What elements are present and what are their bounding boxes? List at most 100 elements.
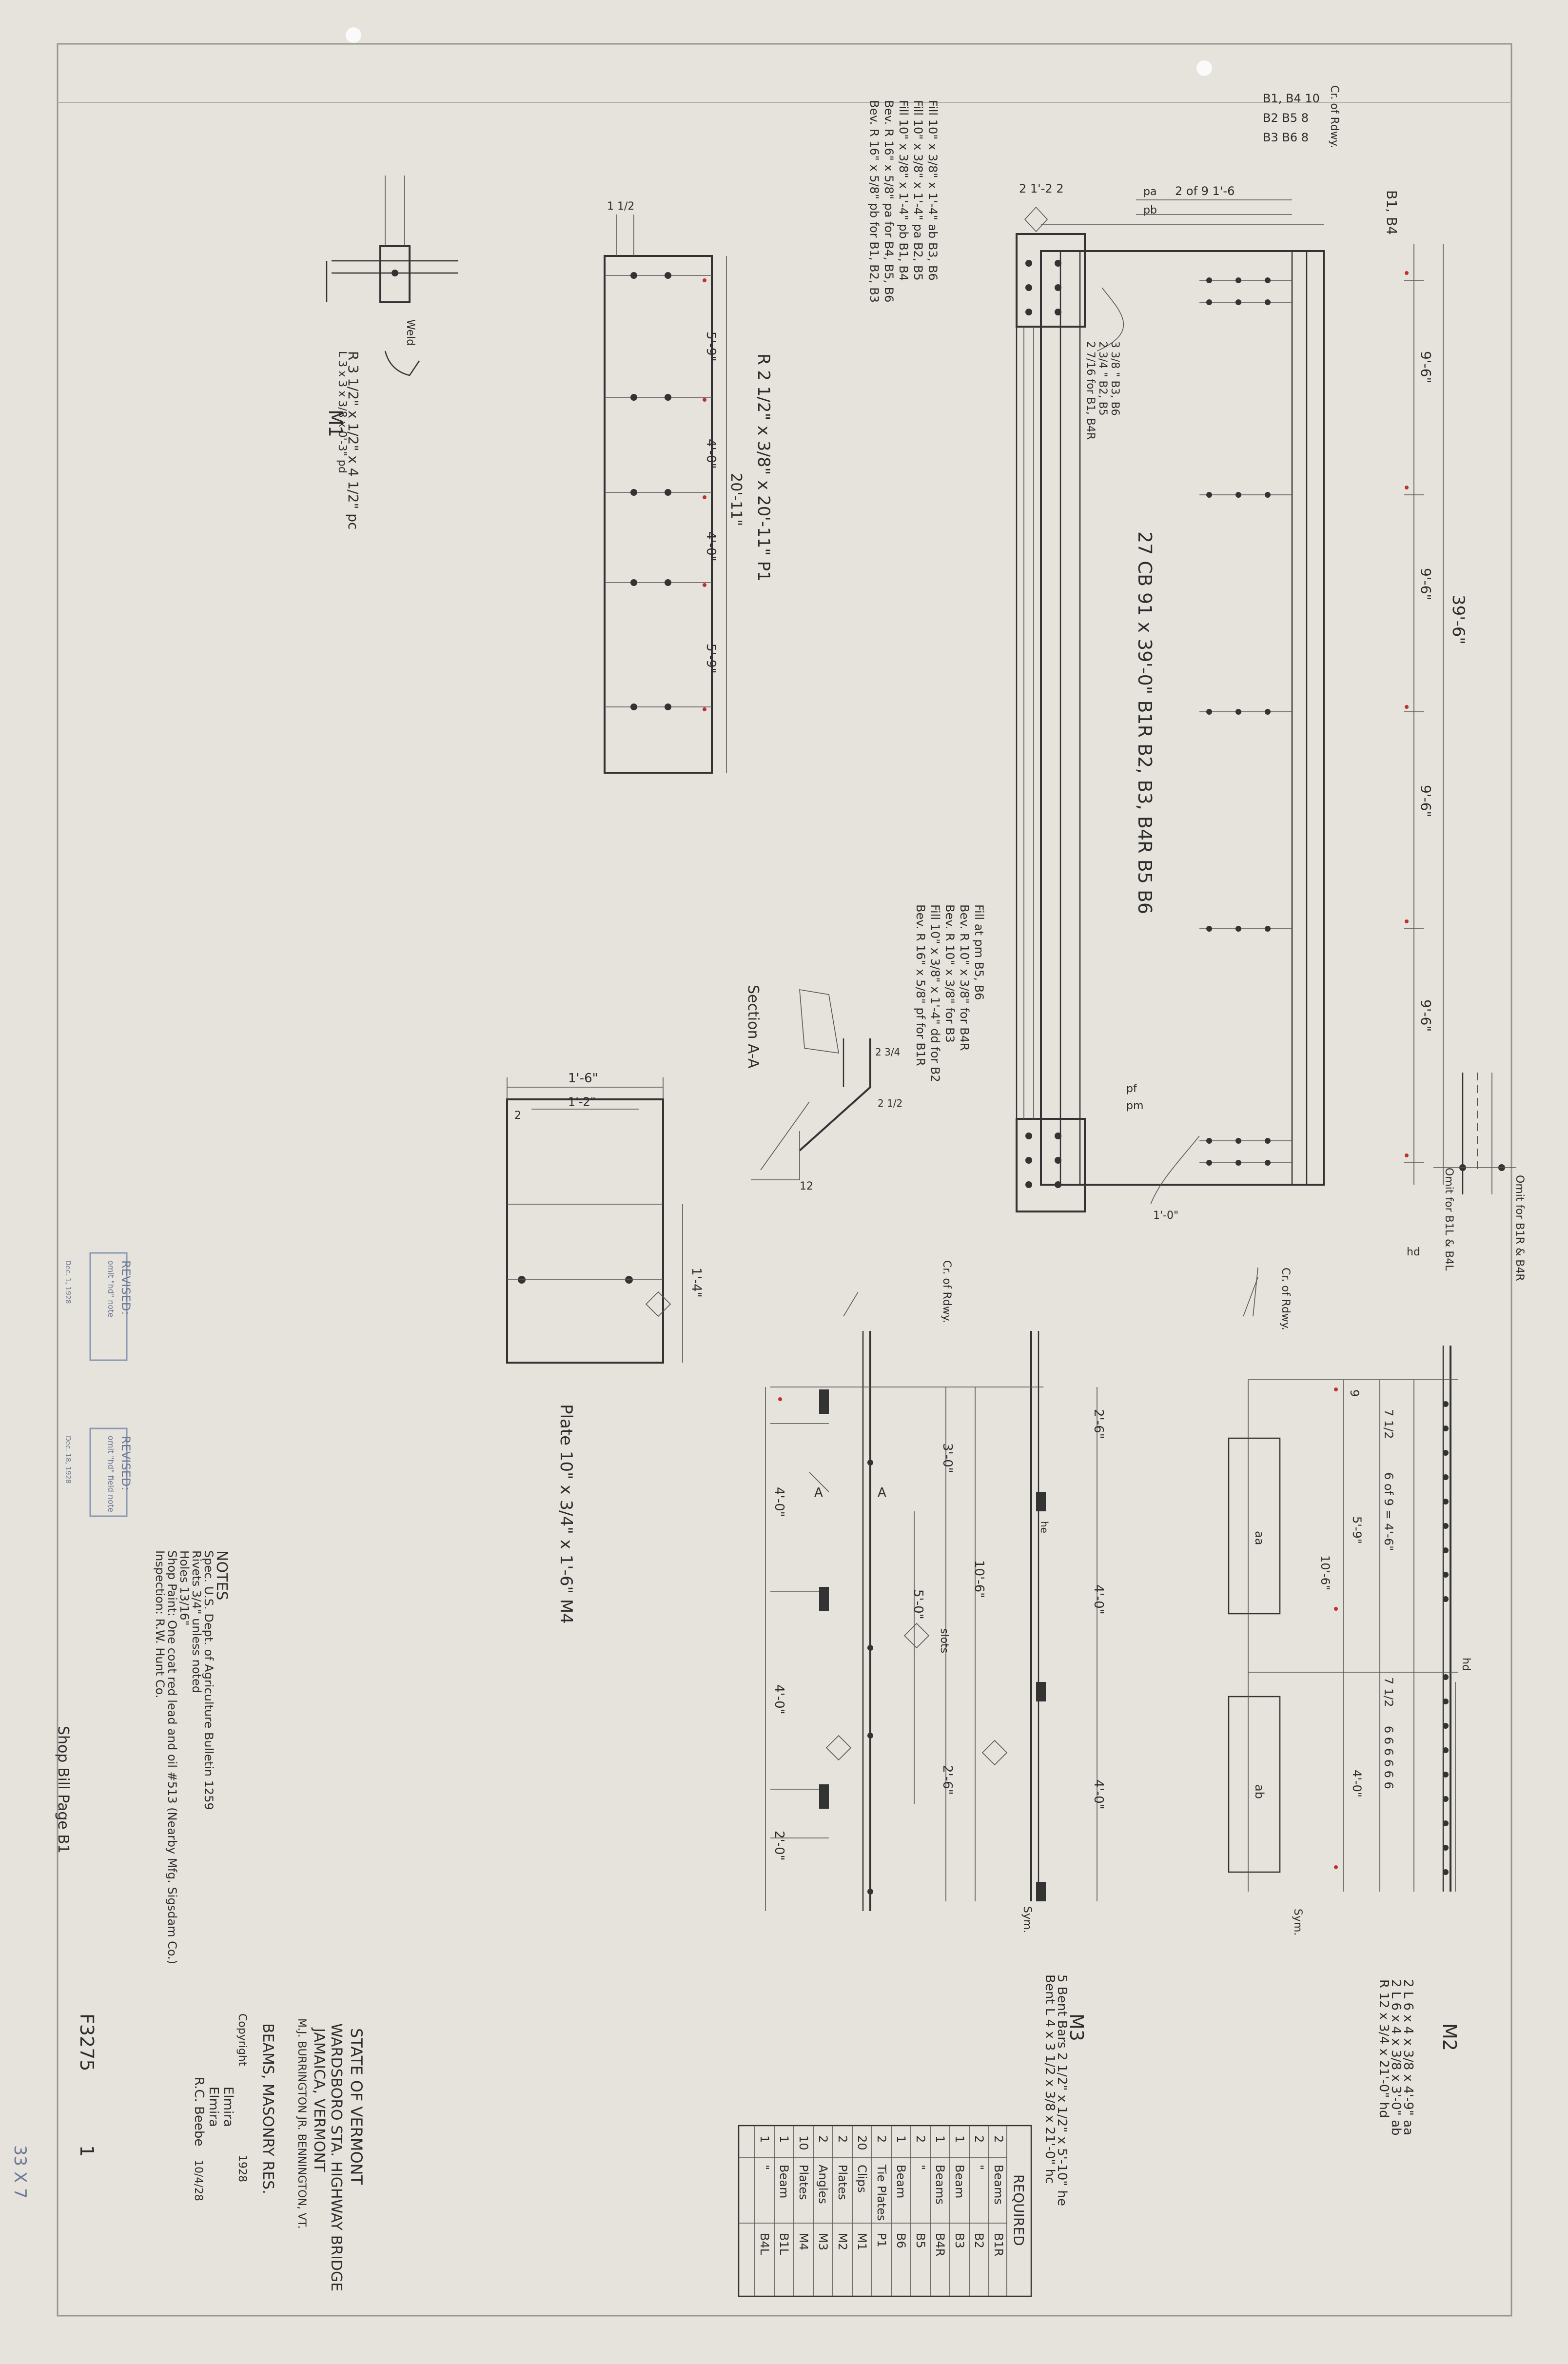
required-item: " bbox=[972, 2165, 986, 2170]
plate-m2-drawing bbox=[1228, 1267, 1458, 1892]
svg-text:Bev. R 16" x 5/8" pf for B1R: Bev. R 16" x 5/8" pf for B1R bbox=[914, 904, 927, 1066]
bent-bars-line2: Bent L 4 x 3 1/2 x 3/8 x 21'-0" hc bbox=[1042, 1974, 1057, 2184]
svg-text:5'-0": 5'-0" bbox=[911, 1589, 925, 1620]
plate-m2-dims: 9 7 1/2 6 of 9 = 4'-6" 5'-9" 10'-6" 4'-0… bbox=[1318, 1389, 1395, 1797]
web-stiffeners bbox=[1199, 280, 1292, 1163]
clip-desc-2: L 3 x 3 x 3/8 x 0'-3" pd bbox=[336, 351, 348, 473]
notes-block: NOTES Spec. U.S. Dept. of Agriculture Bu… bbox=[153, 1550, 230, 1964]
notes-lines: Spec. U.S. Dept. of Agriculture Bulletin… bbox=[153, 1550, 216, 1964]
tb-date: 10/4/28 bbox=[192, 2160, 204, 2201]
plate-m2-labels: M2 2 L 6 x 4 x 3/8 x 4'-9" aa 2 L 6 x 4 … bbox=[1253, 1268, 1472, 2136]
main-beam-labels: 27 CB 91 x 39'-0" B1R B2, B3, B4R B5 B6 … bbox=[867, 85, 1526, 1281]
required-qty: 20 bbox=[855, 2135, 869, 2150]
required-rows: 2BeamsB1R2"B21BeamB31BeamsB4R2"B51BeamB6… bbox=[754, 2126, 1005, 2296]
svg-text:4'-0": 4'-0" bbox=[772, 1684, 786, 1715]
required-mark: B5 bbox=[914, 2233, 927, 2248]
tb-engineer: R.C. Beebe bbox=[192, 2077, 206, 2146]
svg-text:Fill at pm B5, B6: Fill at pm B5, B6 bbox=[972, 904, 986, 1000]
required-qty: 2 bbox=[816, 2135, 830, 2143]
required-item: Beam bbox=[894, 2165, 908, 2198]
tb-drawing-number: F3275 bbox=[76, 2013, 98, 2071]
svg-text:Holes 13/16": Holes 13/16" bbox=[177, 1550, 191, 1626]
required-item: Angles bbox=[816, 2165, 830, 2204]
main-beam-elevation bbox=[1016, 199, 1516, 1212]
plate-m2-line2: 2 L 6 x 4 x 3/8 x 3'-0" ab bbox=[1389, 1979, 1403, 2136]
section-mark-a1: A bbox=[814, 1485, 823, 1500]
tb-contractor: M.J. BURRINGTON JR. BENNINGTON, VT. bbox=[295, 2018, 308, 2229]
required-item: Beams bbox=[933, 2165, 947, 2205]
svg-text:6 of 9 = 4'-6": 6 of 9 = 4'-6" bbox=[1382, 1472, 1395, 1551]
svg-text:2'-6": 2'-6" bbox=[1091, 1409, 1106, 1439]
section-dim-2: 2 1/2 bbox=[878, 1097, 902, 1109]
plate-m2-title: M2 bbox=[1439, 2023, 1460, 2051]
svg-text:4'-0": 4'-0" bbox=[1091, 1779, 1106, 1810]
tie-plate-seg-3: 4'-0" bbox=[704, 531, 718, 562]
beam-spacing-2: 9'-6" bbox=[1418, 568, 1434, 600]
label-pf: pf bbox=[1126, 1083, 1137, 1095]
plate-m2-sym: Sym. bbox=[1292, 1909, 1304, 1935]
required-mark: M4 bbox=[797, 2233, 810, 2250]
tie-plate-holes bbox=[630, 272, 671, 710]
required-qty: 2 bbox=[972, 2135, 986, 2143]
required-qty: 2 bbox=[875, 2135, 888, 2143]
plate-m4-edge: 2 bbox=[514, 1110, 521, 1122]
bent-bars-drawing bbox=[765, 1277, 1258, 1911]
tb-bridge: WARDSBORO STA. HIGHWAY BRIDGE bbox=[328, 2023, 345, 2291]
bent-bars-sym: Sym. bbox=[1021, 1906, 1033, 1933]
svg-text:2'-6": 2'-6" bbox=[940, 1765, 955, 1795]
tb-sheet-number: 1 bbox=[76, 2145, 98, 2157]
side-list-1: B1, B4 10 bbox=[1263, 92, 1320, 105]
required-item: " bbox=[914, 2165, 927, 2170]
svg-text:2 3/4 " B2, B5: 2 3/4 " B2, B5 bbox=[1097, 341, 1109, 416]
notes-heading: NOTES bbox=[213, 1550, 230, 1600]
main-beam-length: 39'-6" bbox=[1449, 595, 1468, 645]
section-mark-a2: A bbox=[878, 1485, 886, 1500]
bent-bars-slots: slots bbox=[938, 1628, 950, 1653]
svg-text:7 1/2: 7 1/2 bbox=[1382, 1677, 1395, 1707]
label-pb: pb bbox=[1143, 204, 1157, 216]
required-heading: REQUIRED bbox=[1011, 2174, 1027, 2246]
tb-margin-note: 33 X 7 bbox=[10, 2145, 30, 2199]
svg-text:9: 9 bbox=[1348, 1389, 1361, 1397]
svg-text:4'-0": 4'-0" bbox=[1091, 1584, 1106, 1615]
clip-drawing bbox=[326, 176, 458, 376]
required-item: Clips bbox=[855, 2165, 869, 2193]
label-pa: pa bbox=[1143, 186, 1156, 198]
svg-text:3'-0": 3'-0" bbox=[940, 1443, 955, 1473]
required-qty: 1 bbox=[758, 2135, 771, 2143]
svg-text:Rivets 3/4" unless noted: Rivets 3/4" unless noted bbox=[190, 1550, 203, 1693]
bent-bars-line1: 5 Bent Bars 2 1/2" x 1/2" x 5'-10" he bbox=[1055, 1974, 1069, 2206]
svg-text:Dec. 1, 1928: Dec. 1, 1928 bbox=[64, 1260, 72, 1304]
section-title: Section A-A bbox=[745, 985, 762, 1069]
rivet-rows bbox=[1025, 260, 1061, 1188]
section-bevel: 12 bbox=[800, 1180, 813, 1192]
required-mark: B3 bbox=[953, 2233, 966, 2248]
plate-m2-label-hd: hd bbox=[1460, 1658, 1472, 1671]
revision-stamp-1: REVISED: omit "hd" note Dec. 1, 1928 bbox=[64, 1252, 133, 1361]
tie-plate-total: 20'-11" bbox=[727, 473, 745, 526]
required-mark: B4R bbox=[933, 2233, 947, 2256]
svg-text:7 1/2: 7 1/2 bbox=[1382, 1409, 1395, 1439]
bent-bars-dims: 2'-6" 4'-0" 4'-0" 2'-0" 3'-0" 4'-0" 4'-0… bbox=[772, 1409, 1106, 1861]
required-qty: 2 bbox=[992, 2135, 1005, 2143]
svg-text:10'-6": 10'-6" bbox=[1318, 1555, 1332, 1590]
label-one-foot: 1'-0" bbox=[1153, 1210, 1178, 1222]
section-dim-1: 2 3/4 bbox=[875, 1046, 900, 1058]
svg-text:Fill 10" x 3/8" x 1'-4" ab B3,: Fill 10" x 3/8" x 1'-4" ab B3, B6 bbox=[926, 100, 940, 281]
plate-m4-title: Plate 10" x 3/4" x 1'-6" M4 bbox=[556, 1404, 576, 1624]
svg-text:2'-0": 2'-0" bbox=[772, 1831, 786, 1861]
left-end-notes: 2 7/16 for B1, B4R 2 3/4 " B2, B5 3 3/8 … bbox=[1084, 341, 1121, 440]
required-qty: 1 bbox=[953, 2135, 966, 2143]
svg-text:Bev. R 16" x 5/8" pb for B1, B: Bev. R 16" x 5/8" pb for B1, B2, B3 bbox=[867, 100, 881, 303]
tie-plate-seg-1: 5'-9" bbox=[704, 332, 718, 362]
required-item: Tie Plates bbox=[875, 2164, 888, 2221]
tie-plate-labels: R 2 1/2" x 3/8" x 20'-11" P1 20'-11" 5'-… bbox=[607, 200, 773, 674]
tb-drawn: Elmira bbox=[221, 2087, 235, 2127]
required-mark: P1 bbox=[875, 2233, 888, 2247]
punch-hole bbox=[346, 27, 361, 43]
punch-hole bbox=[1196, 60, 1212, 76]
svg-text:omit "hd" note: omit "hd" note bbox=[106, 1260, 116, 1317]
plate-m4-labels: Plate 10" x 3/4" x 1'-6" M4 1'-6" 1'-2" … bbox=[514, 1071, 704, 1624]
plate-m2-line1: 2 L 6 x 4 x 3/8 x 4'-9" aa bbox=[1401, 1979, 1415, 2135]
